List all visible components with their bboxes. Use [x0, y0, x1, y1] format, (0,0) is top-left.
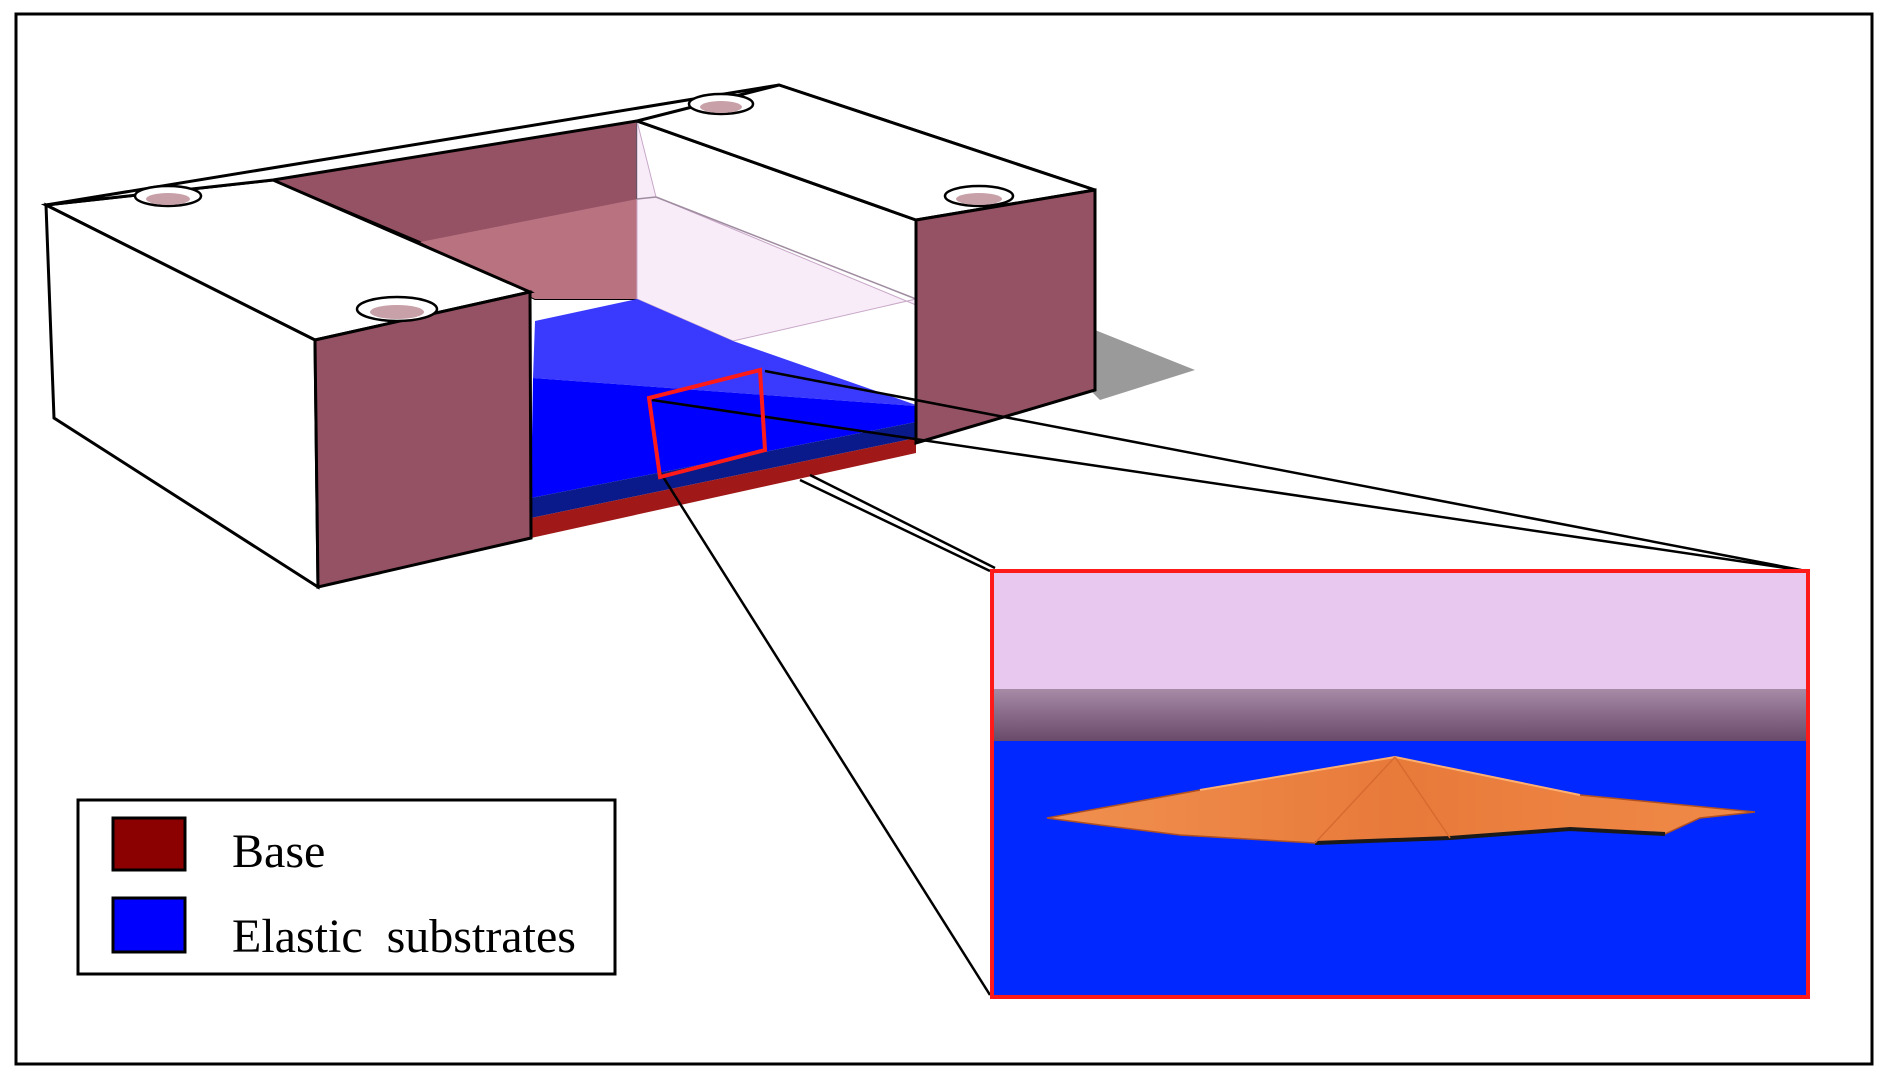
frame-left-front-face [313, 290, 533, 589]
legend-label-base: Base [232, 825, 325, 878]
zoom-top-region [992, 571, 1808, 689]
callout-lines [651, 369, 1807, 996]
substrate-far [533, 299, 916, 406]
substrate-front-edge [531, 422, 916, 518]
base-layer [531, 438, 916, 538]
zoom-interface-band [992, 689, 1808, 741]
elastic-substrate [531, 299, 916, 518]
screw-holes [133, 92, 1015, 323]
zoom-inset-border [990, 569, 1810, 999]
device-shadow [1085, 330, 1195, 400]
device-frame [40, 83, 1097, 590]
frame-right-front-face [914, 188, 1097, 446]
zoom-region-marker [646, 367, 768, 480]
legend-label-substrate: Elastic substrates [232, 910, 576, 963]
zoom-inset [990, 569, 1810, 999]
legend: Base Elastic substrates [76, 798, 617, 976]
legend-swatch-base [111, 816, 187, 872]
cavity-back-wall-glass [420, 199, 637, 299]
legend-swatch-substrate [111, 896, 187, 954]
substrate-top [531, 378, 916, 498]
